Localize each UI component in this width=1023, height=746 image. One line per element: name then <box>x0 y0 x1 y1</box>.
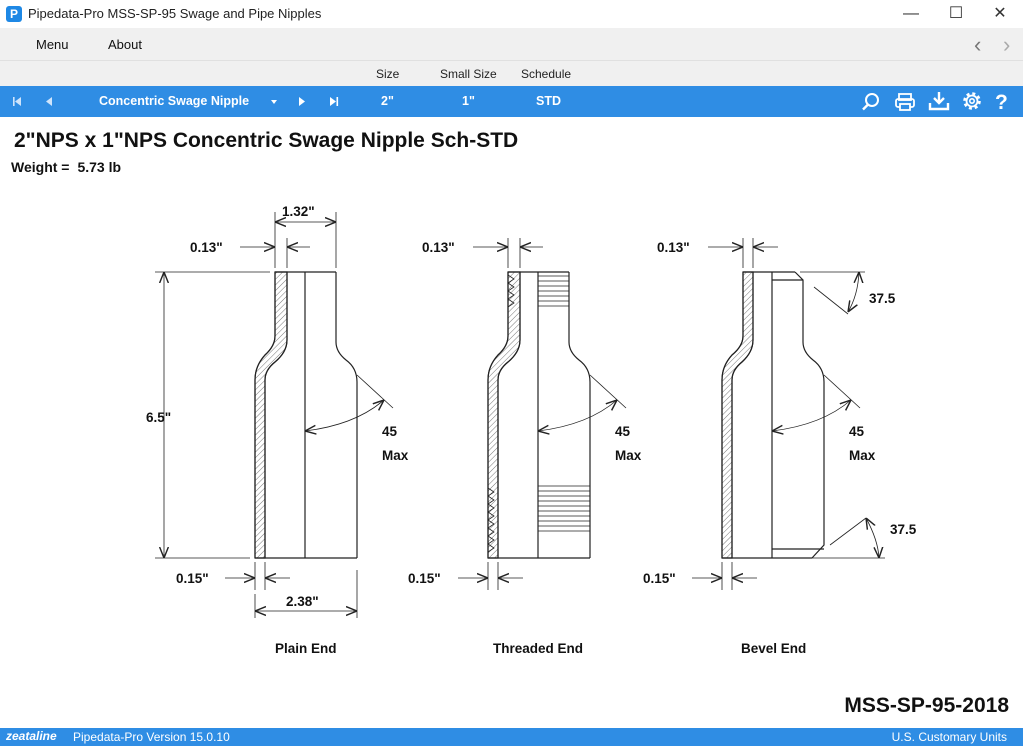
threaded-angle-note: Max <box>615 448 642 463</box>
plain-length-label: 6.5" <box>146 410 171 425</box>
brand-logo: zeataline <box>6 729 57 743</box>
bevel-end-caption: Bevel End <box>741 641 806 656</box>
plain-angle-note: Max <box>382 448 409 463</box>
bevel-top-angle-label: 37.5 <box>869 291 896 306</box>
bevel-end-view <box>692 238 885 590</box>
minimize-icon: — <box>903 5 919 22</box>
forward-arrow-icon[interactable]: › <box>1003 32 1011 57</box>
bevel-angle-note: Max <box>849 448 876 463</box>
status-bar: zeataline Pipedata-Pro Version 15.0.10 U… <box>0 728 1023 746</box>
dropdown-icon <box>271 100 277 104</box>
units-text[interactable]: U.S. Customary Units <box>891 730 1007 744</box>
standard-label: MSS-SP-95-2018 <box>844 694 1009 717</box>
schedule-value[interactable]: STD <box>536 94 561 108</box>
title-bar: P Pipedata-Pro MSS-SP-95 Swage and Pipe … <box>0 0 1023 28</box>
column-headers: Size Small Size Schedule <box>0 60 1023 87</box>
print-icon <box>895 93 915 111</box>
print-button[interactable] <box>893 86 917 117</box>
toolbar: Concentric Swage Nipple 2" 1" STD ? <box>0 86 1023 117</box>
threaded-thk-top-label: 0.13" <box>422 240 455 255</box>
version-text: Pipedata-Pro Version 15.0.10 <box>73 730 230 744</box>
plain-large-od-label: 1.32" <box>282 204 315 219</box>
maximize-icon: ☐ <box>948 5 964 22</box>
maximize-button[interactable]: ☐ <box>933 0 979 28</box>
column-header-small-size: Small Size <box>440 67 497 81</box>
app-icon: P <box>6 6 22 22</box>
help-button[interactable]: ? <box>992 86 1012 117</box>
item-selector[interactable]: Concentric Swage Nipple <box>99 94 250 108</box>
first-button[interactable] <box>10 86 26 117</box>
first-icon <box>13 97 21 106</box>
menu-bar: Menu About ‹ › <box>0 28 1023 60</box>
minimize-button[interactable]: — <box>888 0 934 28</box>
next-button[interactable] <box>294 86 310 117</box>
search-icon <box>862 93 879 111</box>
last-button[interactable] <box>326 86 342 117</box>
close-button[interactable]: ✕ <box>977 0 1023 28</box>
threaded-end-view <box>458 238 627 590</box>
last-icon <box>330 97 339 106</box>
bevel-thk-bottom-label: 0.15" <box>643 571 676 586</box>
threaded-thk-bottom-label: 0.15" <box>408 571 441 586</box>
threaded-end-caption: Threaded End <box>493 641 583 656</box>
item-dropdown-button[interactable] <box>268 86 280 117</box>
swage-nipple-drawing: 1.32" 0.13" 6.5" 45 Max 0.15" 2.38" Plai… <box>146 204 917 656</box>
page-title: 2"NPS x 1"NPS Concentric Swage Nipple Sc… <box>14 129 519 152</box>
plain-end-view <box>155 212 394 618</box>
menu-item-menu[interactable]: Menu <box>36 37 69 52</box>
plain-end-caption: Plain End <box>275 641 337 656</box>
plain-thk-bottom-label: 0.15" <box>176 571 209 586</box>
weight-readout: Weight = 5.73 lb <box>11 159 121 175</box>
column-header-size: Size <box>376 67 400 81</box>
download-icon <box>928 92 950 111</box>
svg-text:?: ? <box>995 91 1008 114</box>
menu-item-about[interactable]: About <box>108 37 142 52</box>
prev-icon <box>46 97 52 106</box>
download-button[interactable] <box>927 86 951 117</box>
weight-value: 5.73 lb <box>77 159 122 175</box>
settings-icon <box>963 92 981 110</box>
close-icon: ✕ <box>993 5 1007 22</box>
back-arrow-icon[interactable]: ‹ <box>974 32 982 57</box>
next-icon <box>299 97 305 106</box>
size-value[interactable]: 2" <box>381 94 394 108</box>
weight-label: Weight = <box>11 159 70 175</box>
settings-button[interactable] <box>960 86 984 117</box>
prev-button[interactable] <box>42 86 58 117</box>
small-size-value[interactable]: 1" <box>462 94 475 108</box>
search-button[interactable] <box>859 86 883 117</box>
bevel-thk-top-label: 0.13" <box>657 240 690 255</box>
bevel-bottom-angle-label: 37.5 <box>890 522 917 537</box>
bevel-angle-label: 45 <box>849 424 865 439</box>
threaded-angle-label: 45 <box>615 424 631 439</box>
column-header-schedule: Schedule <box>521 67 572 81</box>
help-icon: ? <box>995 91 1008 114</box>
plain-angle-label: 45 <box>382 424 398 439</box>
window-title: Pipedata-Pro MSS-SP-95 Swage and Pipe Ni… <box>28 6 322 21</box>
plain-small-od-label: 2.38" <box>286 594 319 609</box>
plain-thk-top-label: 0.13" <box>190 240 223 255</box>
